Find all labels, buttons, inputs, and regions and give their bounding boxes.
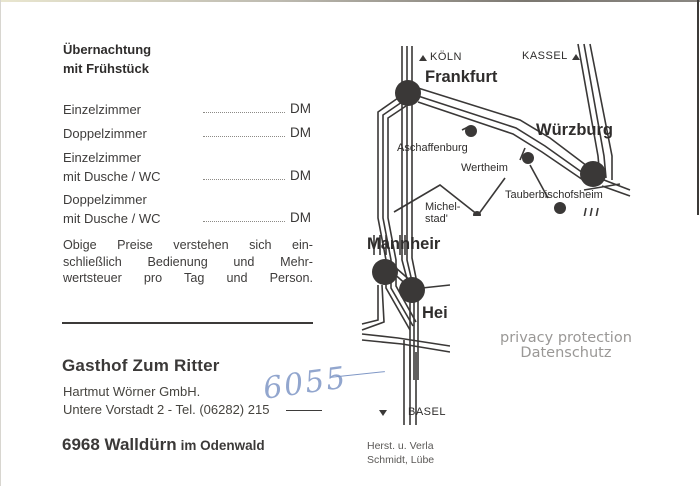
city-marker-tauberbischofsheim — [554, 202, 566, 214]
rate-label: Doppelzimmer — [63, 192, 147, 207]
city-marker-frankfurt — [395, 80, 421, 106]
card-left-edge — [0, 0, 1, 486]
hotel-name: Gasthof Zum Ritter — [62, 356, 220, 375]
map-label-heidelberg: Hei — [422, 304, 448, 322]
watermark-line-1: privacy protection — [500, 330, 632, 346]
arrow-up-icon — [572, 54, 580, 60]
city-name: 6968 Walldürn — [62, 435, 177, 454]
road-wuerzburg-east — [583, 179, 631, 197]
rate-row-single: Einzelzimmer — [63, 100, 141, 119]
road-cross-east-west — [361, 333, 451, 353]
phone-strikethrough — [286, 410, 322, 411]
notice-line: Obige Preise verstehen sich ein- — [63, 238, 313, 252]
notice-line: schließlich Bedienung und Mehr- — [63, 254, 313, 269]
map-label-mannheim: Mannheir — [367, 235, 441, 253]
map-label-line: stad' — [425, 213, 448, 225]
hotel-address: Untere Vorstadt 2 - Tel. (06282) 215 — [63, 402, 270, 417]
card-right-edge — [697, 0, 699, 215]
price-blank-line — [203, 221, 285, 222]
road-mannheim-north — [373, 235, 406, 255]
divider-rule — [62, 322, 313, 324]
map-label-frankfurt: Frankfurt — [425, 68, 498, 86]
road-heidelberg-east — [421, 284, 451, 289]
currency-label: DM — [290, 210, 311, 225]
price-blank-line — [203, 112, 285, 113]
region-name: im Odenwald — [180, 438, 265, 453]
currency-label: DM — [290, 125, 311, 140]
road-south-basel — [403, 340, 417, 425]
currency-label: DM — [290, 168, 311, 183]
heading-line-2: mit Frühstück — [63, 61, 149, 76]
notice-line: wertsteuer pro Tag und Person. — [63, 271, 313, 285]
publisher-line: Schmidt, Lübe — [367, 454, 435, 466]
road-wertheim-tauberbischofsheim — [529, 164, 549, 199]
road-wertheim-michelstadt — [477, 177, 506, 216]
map-label-wertheim: Wertheim — [461, 162, 508, 174]
publisher-line: Herst. u. Verla — [367, 440, 434, 452]
city-marker-heidelberg — [399, 277, 425, 303]
arrow-down-icon — [379, 410, 387, 416]
privacy-watermark: privacy protection Datenschutz — [500, 331, 632, 361]
map-label-tauberbischofsheim: Tauberbischofsheim — [505, 189, 603, 201]
rate-label: Doppelzimmer — [63, 126, 147, 141]
price-blank-line — [203, 136, 285, 137]
map-crop-mask — [450, 216, 650, 476]
map-label-line: Michel- — [425, 201, 461, 213]
map-label-wuerzburg: Würzburg — [536, 121, 613, 139]
heading-line-1: Übernachtung — [63, 42, 152, 57]
rate-row-single-shower: Einzelzimmer mit Dusche / WC — [63, 148, 161, 186]
city-marker-mannheim — [372, 259, 398, 285]
rates-heading: Übernachtung mit Frühstück — [63, 40, 151, 78]
rate-label: Einzelzimmer — [63, 150, 142, 165]
rate-label: Einzelzimmer — [63, 102, 142, 117]
price-notice: Obige Preise verstehen sich ein- schließ… — [63, 237, 313, 287]
map-label-michelstadt: Michel- stad' — [425, 201, 460, 225]
rate-label-sub: mit Dusche / WC — [63, 169, 161, 184]
city-marker-wuerzburg — [580, 161, 606, 187]
route-map: KÖLN KASSEL Frankfurt Würzburg Aschaffen… — [350, 40, 650, 476]
rate-label-sub: mit Dusche / WC — [63, 211, 161, 226]
handwritten-note: 6055 — [260, 360, 350, 407]
price-blank-line — [203, 179, 285, 180]
arrow-up-icon — [419, 55, 427, 61]
city-marker-aschaffenburg — [465, 125, 477, 137]
hotel-owner: Hartmut Wörner GmbH. — [63, 384, 201, 399]
road-spur-wertheim — [519, 147, 526, 161]
road-aschaffenburg-michelstadt — [393, 184, 479, 216]
map-label-koeln: KÖLN — [430, 51, 462, 63]
publisher-imprint: Herst. u. Verla Schmidt, Lübe — [367, 439, 434, 467]
currency-label: DM — [290, 101, 311, 116]
rate-row-double-shower: Doppelzimmer mit Dusche / WC — [63, 190, 161, 228]
map-label-kassel: KASSEL — [522, 50, 568, 62]
watermark-line-2: Datenschutz — [520, 345, 612, 361]
road-kassel-wuerzburg — [577, 43, 613, 180]
route-map-graphic — [361, 43, 650, 476]
city-marker-wertheim — [522, 152, 534, 164]
map-label-aschaffenburg: Aschaffenburg — [397, 142, 468, 154]
card-top-edge — [0, 0, 700, 2]
rate-row-double: Doppelzimmer — [63, 124, 147, 143]
road-frankfurt-wuerzburg — [417, 87, 596, 183]
map-label-basel: BASEL — [408, 406, 446, 418]
